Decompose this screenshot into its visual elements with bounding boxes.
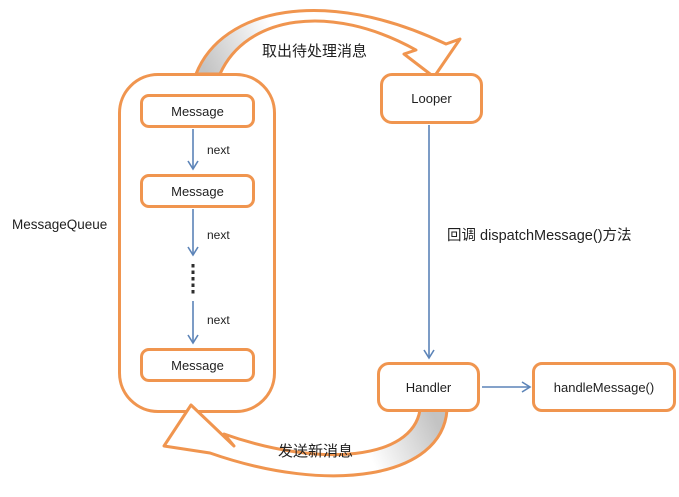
- handle-message-node: handleMessage(): [532, 362, 676, 412]
- dequeue-edge-label: 取出待处理消息: [262, 43, 368, 60]
- handler-to-handlemessage-arrow: [482, 381, 532, 393]
- next-label-1: next: [207, 143, 230, 157]
- send-edge-label: 发送新消息: [278, 443, 354, 460]
- message-node-3: Message: [140, 348, 255, 382]
- looper-node: Looper: [380, 73, 483, 124]
- dispatch-edge-label: 回调 dispatchMessage()方法: [447, 228, 632, 244]
- next-label-2: next: [207, 228, 230, 242]
- next-label-3: next: [207, 313, 230, 327]
- message-queue-label: MessageQueue: [12, 217, 108, 232]
- looper-to-handler-arrow: [423, 125, 435, 360]
- handler-node: Handler: [377, 362, 480, 412]
- message-node-2: Message: [140, 174, 255, 208]
- message-node-1: Message: [140, 94, 255, 128]
